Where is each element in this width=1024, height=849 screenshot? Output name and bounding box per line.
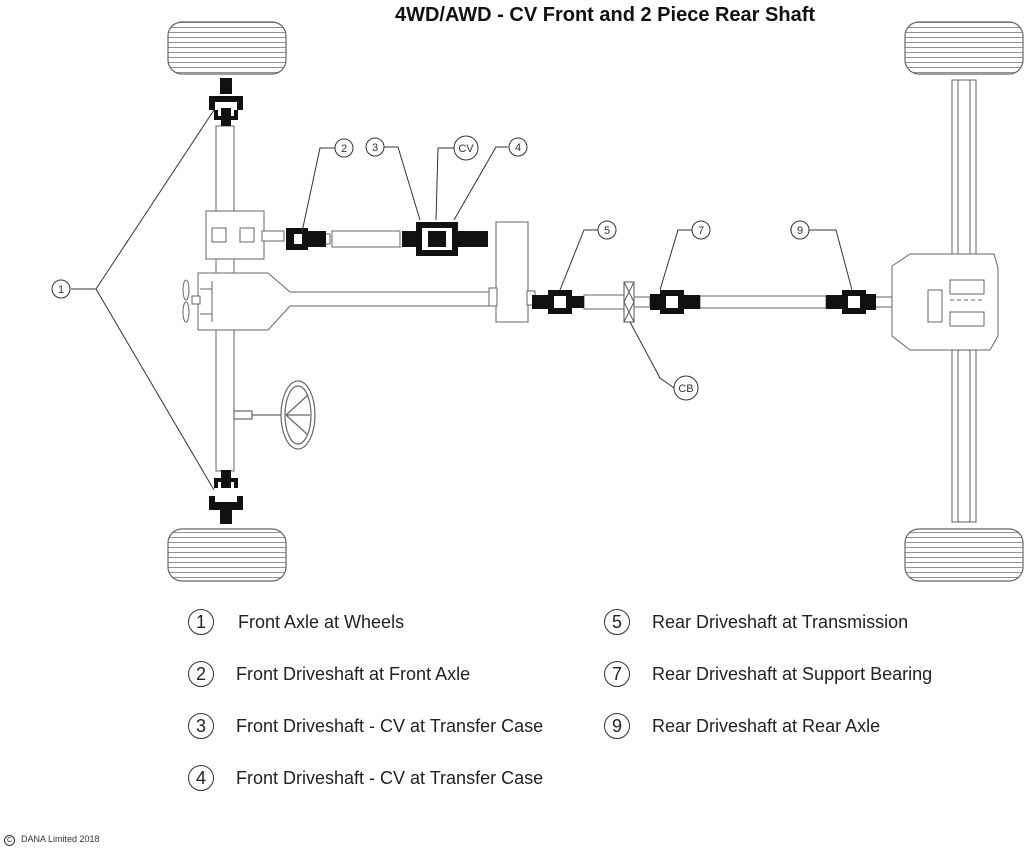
svg-text:7: 7 [698,225,704,237]
svg-text:1: 1 [58,284,64,296]
u-joint-front-wheel-bottom [209,470,243,524]
center-support-bearing [623,281,635,323]
svg-text:CB: CB [678,383,693,395]
callout-5: 5 [597,220,617,240]
engine-transmission [197,272,491,331]
legend-item: 2 Front Driveshaft at Front Axle [188,659,470,689]
svg-text:9: 9 [797,225,803,237]
rear-top-wheel [904,21,1024,75]
callout-3: 3 [365,137,385,157]
front-driveshaft [315,230,401,248]
callout-7: 7 [691,220,711,240]
fan-icon [182,279,201,323]
legend-item: 9 Rear Driveshaft at Rear Axle [604,711,880,741]
copyright-notice: C DANA Limited 2018 [4,834,100,846]
legend-item: 5 Rear Driveshaft at Transmission [604,607,908,637]
svg-text:4: 4 [515,142,521,154]
legend-number: 7 [604,661,630,687]
legend-number: 9 [604,713,630,739]
copyright-icon: C [4,835,15,846]
diagram-title: 4WD/AWD - CV Front and 2 Piece Rear Shaf… [394,4,816,26]
callout-9: 9 [790,220,810,240]
legend-item: 3 Front Driveshaft - CV at Transfer Case [188,711,543,741]
callout-cv: CV [453,135,479,161]
legend-label: Front Driveshaft at Front Axle [236,663,471,684]
callout-2: 2 [334,138,354,158]
legend-label: Rear Driveshaft at Transmission [652,611,909,632]
svg-text:CV: CV [458,143,474,155]
rear-bottom-wheel [904,528,1024,582]
legend-label: Rear Driveshaft at Rear Axle [652,715,881,736]
legend-label: Front Axle at Wheels [238,611,405,632]
legend-label: Front Driveshaft - CV at Transfer Case [236,767,544,788]
callout-1: 1 [51,279,71,299]
transfer-case [488,221,536,323]
u-joint-support-bearing [650,290,700,314]
legend-number: 3 [188,713,214,739]
callout-cb: CB [673,375,699,401]
copyright-text: DANA Limited 2018 [21,834,100,844]
legend-number: 2 [188,661,214,687]
drivetrain-diagram: 1 2 3 CV 4 5 7 9 CB [51,21,1024,582]
u-joint-transmission [532,290,584,314]
front-right-wheel [167,528,287,582]
u-joint-front-wheel-top [209,78,243,126]
callout-4: 4 [508,137,528,157]
legend-item: 7 Rear Driveshaft at Support Bearing [604,659,932,689]
svg-text:3: 3 [372,142,378,154]
legend-number: 4 [188,765,214,791]
svg-text:5: 5 [604,225,610,237]
legend-label: Front Driveshaft - CV at Transfer Case [236,715,544,736]
front-axle [205,125,285,472]
legend-number: 1 [188,609,214,635]
front-left-wheel [167,21,287,75]
legend-label: Rear Driveshaft at Support Bearing [652,663,933,684]
u-joint-rear-axle [826,290,876,314]
cv-joint-transfer-case [402,222,488,256]
legend-item: 1 Front Axle at Wheels [188,607,404,637]
steering-wheel-icon [233,380,316,450]
u-joint-front-axle [286,228,326,250]
legend-number: 5 [604,609,630,635]
legend-item: 4 Front Driveshaft - CV at Transfer Case [188,763,543,793]
svg-text:2: 2 [341,143,347,155]
rear-axle [891,79,999,523]
leader-lines [71,109,853,491]
